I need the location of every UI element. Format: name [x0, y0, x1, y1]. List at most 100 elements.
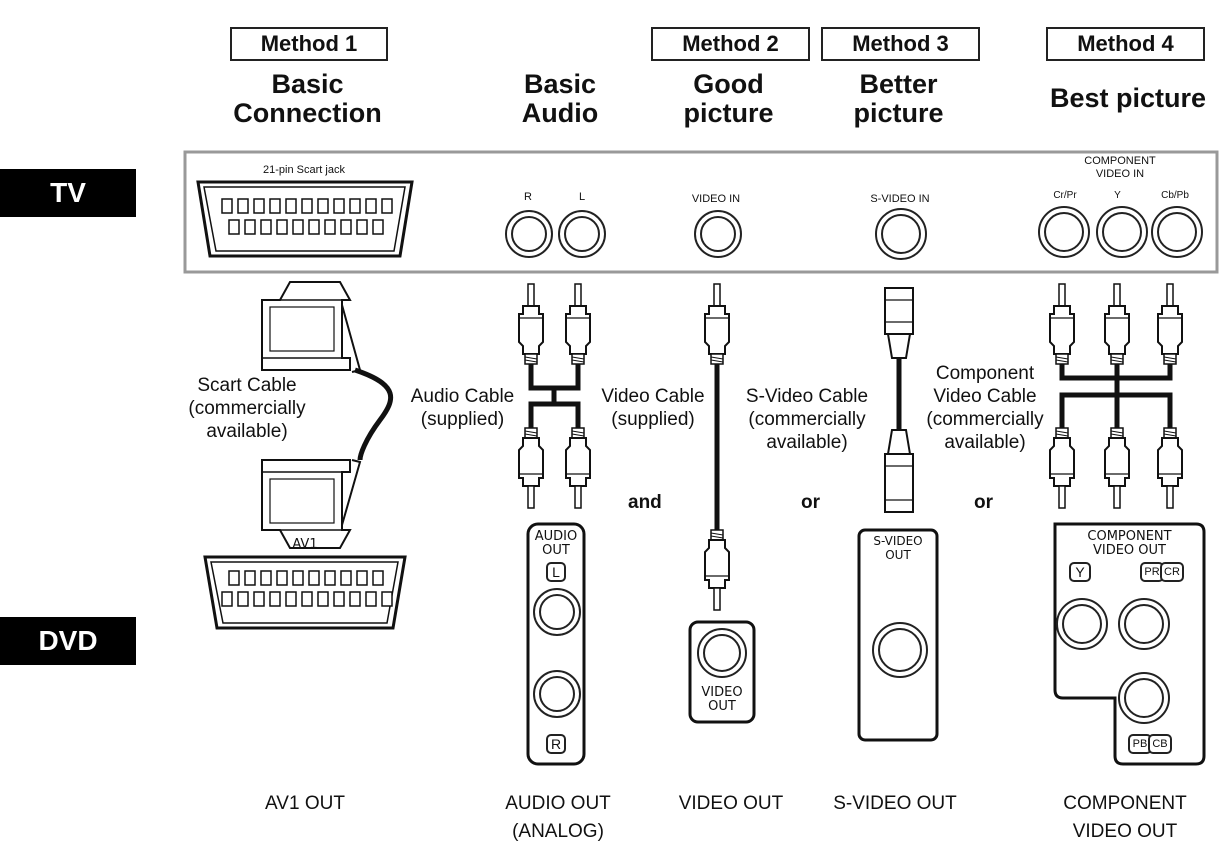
- method-3-label: Method 3: [821, 27, 980, 61]
- dvd-video-out-jack: [697, 628, 747, 678]
- audio-cable: [518, 283, 591, 509]
- scart-pin: [333, 591, 345, 607]
- scart-pin: [292, 570, 304, 586]
- tv-cr-pr-jack: [1038, 206, 1090, 258]
- scart-pin: [340, 570, 352, 586]
- scart-pin: [324, 570, 336, 586]
- tv-y-jack: [1096, 206, 1148, 258]
- tv-video-in-jack: [694, 210, 742, 258]
- scart-pin: [221, 591, 233, 607]
- method-2-label: Method 2: [651, 27, 810, 61]
- scart-pin: [269, 198, 281, 214]
- tv-audio-r-jack: [505, 210, 553, 258]
- scart-pin: [228, 219, 240, 235]
- tv-scart-jack: [196, 180, 414, 258]
- bottom-video-out: VIDEO OUT: [678, 793, 784, 814]
- scart-pin: [372, 219, 384, 235]
- scart-pin: [292, 219, 304, 235]
- dvd-audio-r-jack: [533, 670, 581, 718]
- scart-pin: [237, 198, 249, 214]
- dvd-audio-r-badge: R: [546, 734, 566, 754]
- scart-pin: [365, 198, 377, 214]
- and-label: and: [628, 492, 662, 513]
- tv-side-label: TV: [0, 169, 136, 217]
- method-4-label: Method 4: [1046, 27, 1205, 61]
- scart-cable: [261, 281, 394, 549]
- scart-pin: [340, 219, 352, 235]
- tv-cr-pr-label: Cr/Pr: [1053, 190, 1077, 201]
- method-1-label: Method 1: [230, 27, 388, 61]
- tv-audio-l-jack: [558, 210, 606, 258]
- tv-cb-pb-label: Cb/Pb: [1161, 190, 1189, 201]
- tv-y-label: Y: [1114, 190, 1121, 201]
- scart-pin: [308, 570, 320, 586]
- dvd-av1-label: AV1: [292, 537, 318, 552]
- scart-pin: [365, 591, 377, 607]
- scart-pin: [253, 591, 265, 607]
- bottom-av1-out: AV1 OUT: [265, 793, 345, 814]
- scart-pin: [260, 570, 272, 586]
- scart-pin: [244, 570, 256, 586]
- scart-pin: [381, 198, 393, 214]
- scart-pin: [253, 198, 265, 214]
- tv-scart-label: 21-pin Scart jack: [263, 164, 345, 176]
- tv-svideo-in-jack: [875, 208, 927, 260]
- scart-pin: [301, 591, 313, 607]
- bottom-s-video-out: S-VIDEO OUT: [833, 793, 957, 814]
- dvd-s-video-out-jack: [872, 622, 928, 678]
- dvd-audio-l-badge: L: [546, 562, 566, 582]
- scart-pin: [308, 219, 320, 235]
- scart-pin: [372, 570, 384, 586]
- dvd-audio-out-panel: [526, 522, 586, 766]
- dvd-component-pr-jack: [1118, 598, 1170, 650]
- scart-pin: [317, 198, 329, 214]
- tv-video-in-label: VIDEO IN: [691, 193, 741, 205]
- heading-best-picture: Best picture: [1049, 83, 1207, 113]
- tv-audio-r-label: R: [524, 191, 532, 203]
- scart-pin: [356, 570, 368, 586]
- component-cable: [1049, 283, 1183, 509]
- scart-pin: [237, 591, 249, 607]
- dvd-component-y-badge: Y: [1069, 562, 1091, 582]
- tv-cb-pb-jack: [1151, 206, 1203, 258]
- dvd-side-label: DVD: [0, 617, 136, 665]
- audio-cable-label: Audio Cable(supplied): [410, 386, 515, 430]
- scart-pin: [285, 591, 297, 607]
- dvd-component-pb-jack: [1118, 672, 1170, 724]
- scart-pin: [333, 198, 345, 214]
- dvd-component-cr-badge: CR: [1160, 562, 1184, 582]
- scart-pin: [269, 591, 281, 607]
- dvd-component-y-jack: [1056, 598, 1108, 650]
- tv-audio-l-label: L: [578, 191, 586, 203]
- dvd-component-pr-badge: PR: [1140, 562, 1164, 582]
- or-label-2: or: [974, 492, 993, 513]
- scart-pin: [244, 219, 256, 235]
- or-label-1: or: [801, 492, 820, 513]
- dvd-component-cb-badge: CB: [1148, 734, 1172, 754]
- scart-pin: [381, 591, 393, 607]
- video-cable-label: Video Cable(supplied): [601, 386, 705, 430]
- scart-pin: [221, 198, 233, 214]
- tv-svideo-in-label: S-VIDEO IN: [870, 193, 930, 205]
- scart-pin: [228, 570, 240, 586]
- scart-pin: [349, 198, 361, 214]
- scart-pin: [276, 219, 288, 235]
- scart-pin: [356, 219, 368, 235]
- video-cable: [704, 283, 730, 611]
- scart-pin: [301, 198, 313, 214]
- scart-pin: [324, 219, 336, 235]
- scart-pin: [285, 198, 297, 214]
- scart-pin: [349, 591, 361, 607]
